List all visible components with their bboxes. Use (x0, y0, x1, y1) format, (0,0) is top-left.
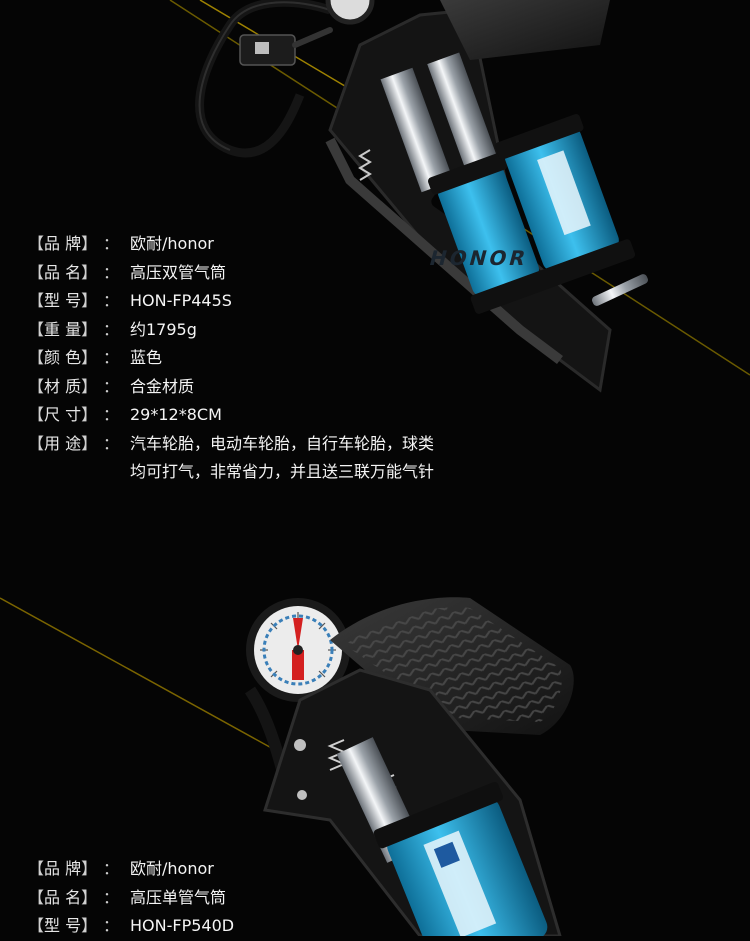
spec-value: 汽车轮胎，电动车轮胎，自行车轮胎，球类 (130, 433, 435, 453)
product-1-spec-list: 【品 牌】：欧耐/honor 【品 名】：高压双管气筒 【型 号】：HON-FP… (28, 230, 434, 487)
spec-row-usage-continued: 均可打气，非常省力，并且送三联万能气针 (28, 458, 434, 487)
spec-value: 高压双管气筒 (130, 262, 227, 282)
spec-label: 型 号 (44, 291, 82, 310)
spec-label: 品 名 (44, 887, 82, 907)
spec-label: 材 质 (44, 376, 82, 396)
spec-label: 重 量 (44, 319, 82, 339)
spec-label: 品 牌 (44, 859, 82, 878)
spec-row-size: 【尺 寸】：29*12*8CM (28, 401, 434, 430)
spec-value: 合金材质 (130, 376, 195, 396)
spec-value: 29*12*8CM (130, 405, 222, 424)
spec-row-name: 【品 名】：高压双管气筒 (28, 259, 434, 288)
product-2-spec-list: 【品 牌】：欧耐/honor 【品 名】：高压单管气筒 【型 号】：HON-FP… (28, 855, 234, 941)
spec-value: 欧耐/honor (130, 859, 214, 878)
brand-watermark: HONOR (426, 246, 532, 270)
spec-value: HON-FP445S (130, 291, 232, 310)
spec-row-model: 【型 号】：HON-FP540D (28, 912, 234, 941)
single-barrel-pump-image (244, 597, 574, 936)
spec-value: 欧耐/honor (130, 234, 214, 253)
spec-label: 型 号 (44, 916, 82, 935)
spec-value-continued: 均可打气，非常省力，并且送三联万能气针 (130, 462, 435, 481)
double-barrel-pump-image (195, 0, 648, 393)
spec-row-color: 【颜 色】：蓝色 (28, 344, 434, 373)
spec-value: HON-FP540D (130, 916, 235, 935)
spec-row-material: 【材 质】：合金材质 (28, 373, 434, 402)
spec-value: 高压单管气筒 (130, 887, 227, 907)
spec-row-name: 【品 名】：高压单管气筒 (28, 884, 234, 913)
spec-label: 尺 寸 (44, 405, 82, 424)
spec-row-brand: 【品 牌】：欧耐/honor (28, 230, 434, 259)
spec-label: 用 途 (44, 433, 82, 453)
spec-row-model: 【型 号】：HON-FP445S (28, 287, 434, 316)
spec-label: 品 牌 (44, 234, 82, 253)
spec-row-weight: 【重 量】：约1795g (28, 316, 434, 345)
spec-row-brand: 【品 牌】：欧耐/honor (28, 855, 234, 884)
spec-label: 颜 色 (44, 348, 82, 367)
spec-label: 品 名 (44, 262, 82, 282)
spec-value: 蓝色 (130, 348, 163, 367)
spec-row-usage: 【用 途】：汽车轮胎，电动车轮胎，自行车轮胎，球类 (28, 430, 434, 459)
spec-value: 约1795g (130, 319, 197, 339)
